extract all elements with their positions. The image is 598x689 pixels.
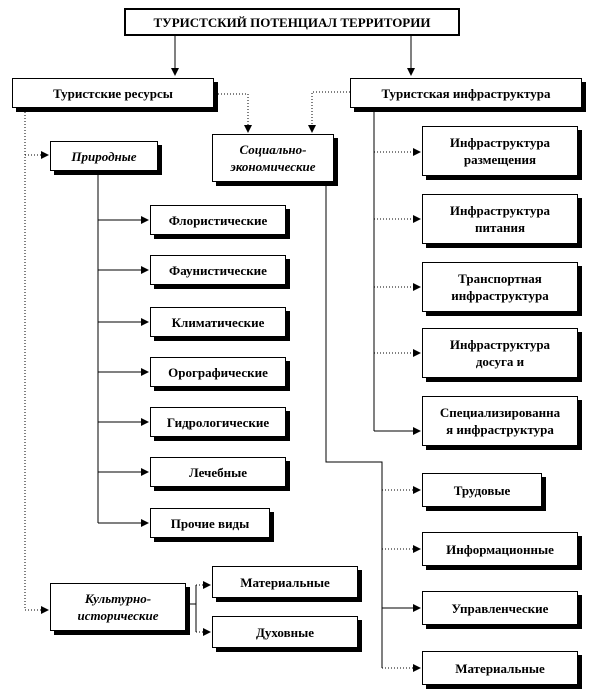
infrastructure-item-box: Инфраструктура размещения	[422, 126, 578, 176]
infrastructure-box: Туристская инфраструктура	[350, 78, 582, 108]
natural-item-box: Лечебные	[150, 457, 286, 487]
cultural-box: Культурно- исторические	[50, 583, 186, 631]
connector-resources-spine	[24, 109, 49, 614]
natural-box: Природные	[50, 141, 158, 171]
socio-item-box: Трудовые	[422, 473, 542, 507]
resources-box: Туристские ресурсы	[12, 78, 214, 108]
natural-item-box: Климатические	[150, 307, 286, 337]
natural-item-box: Флористические	[150, 205, 286, 235]
socio-item-box: Информационные	[422, 532, 578, 566]
infrastructure-item-box: Инфраструктура досуга и	[422, 328, 578, 378]
natural-item-box: Фаунистические	[150, 255, 286, 285]
infrastructure-item-box: Транспортная инфраструктура	[422, 262, 578, 312]
socio-economic-box: Социально- экономические	[212, 134, 334, 182]
infrastructure-item-box: Инфраструктура питания	[422, 194, 578, 244]
cultural-item-box: Духовные	[212, 616, 358, 648]
connector-cultural-spine	[188, 585, 197, 632]
connector-resources-socio	[215, 93, 252, 133]
cultural-item-box: Материальные	[212, 566, 358, 598]
socio-item-box: Материальные	[422, 651, 578, 685]
root-title-box: ТУРИСТСКИЙ ПОТЕНЦИАЛ ТЕРРИТОРИИ	[124, 8, 460, 36]
infrastructure-item-box: Специализированна я инфраструктура	[422, 396, 578, 446]
connector-infra-socio	[308, 91, 350, 133]
natural-item-box: Прочие виды	[150, 508, 270, 538]
natural-item-box: Орографические	[150, 357, 286, 387]
natural-item-box: Гидрологические	[150, 407, 286, 437]
connector-socio-spine	[325, 186, 383, 668]
socio-item-box: Управленческие	[422, 591, 578, 625]
